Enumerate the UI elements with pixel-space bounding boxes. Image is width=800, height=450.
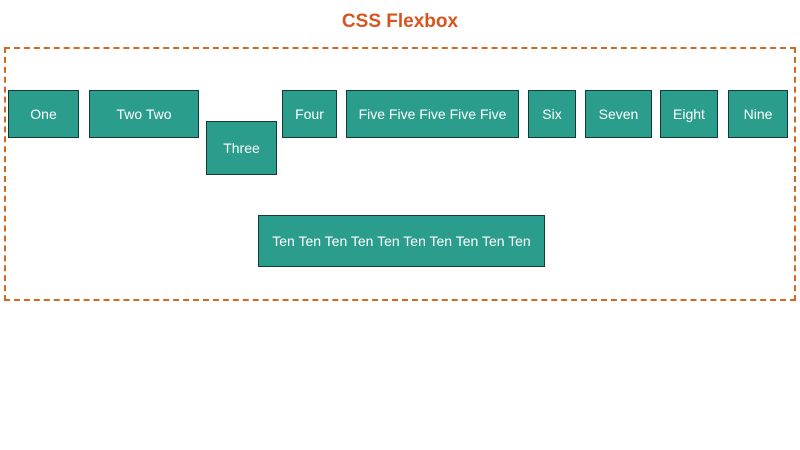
flex-item-three: Three — [206, 121, 277, 175]
flex-item-seven: Seven — [585, 90, 652, 138]
flex-container — [4, 47, 796, 301]
flex-item-five: Five Five Five Five Five — [346, 90, 519, 138]
flex-item-one: One — [8, 90, 79, 138]
flex-item-six: Six — [528, 90, 576, 138]
flex-item-eight: Eight — [660, 90, 718, 138]
flex-item-four: Four — [282, 90, 337, 138]
flex-item-ten: Ten Ten Ten Ten Ten Ten Ten Ten Ten Ten — [258, 215, 545, 267]
flex-item-two: Two Two — [89, 90, 199, 138]
flex-item-nine: Nine — [728, 90, 788, 138]
page-title: CSS Flexbox — [341, 11, 459, 32]
